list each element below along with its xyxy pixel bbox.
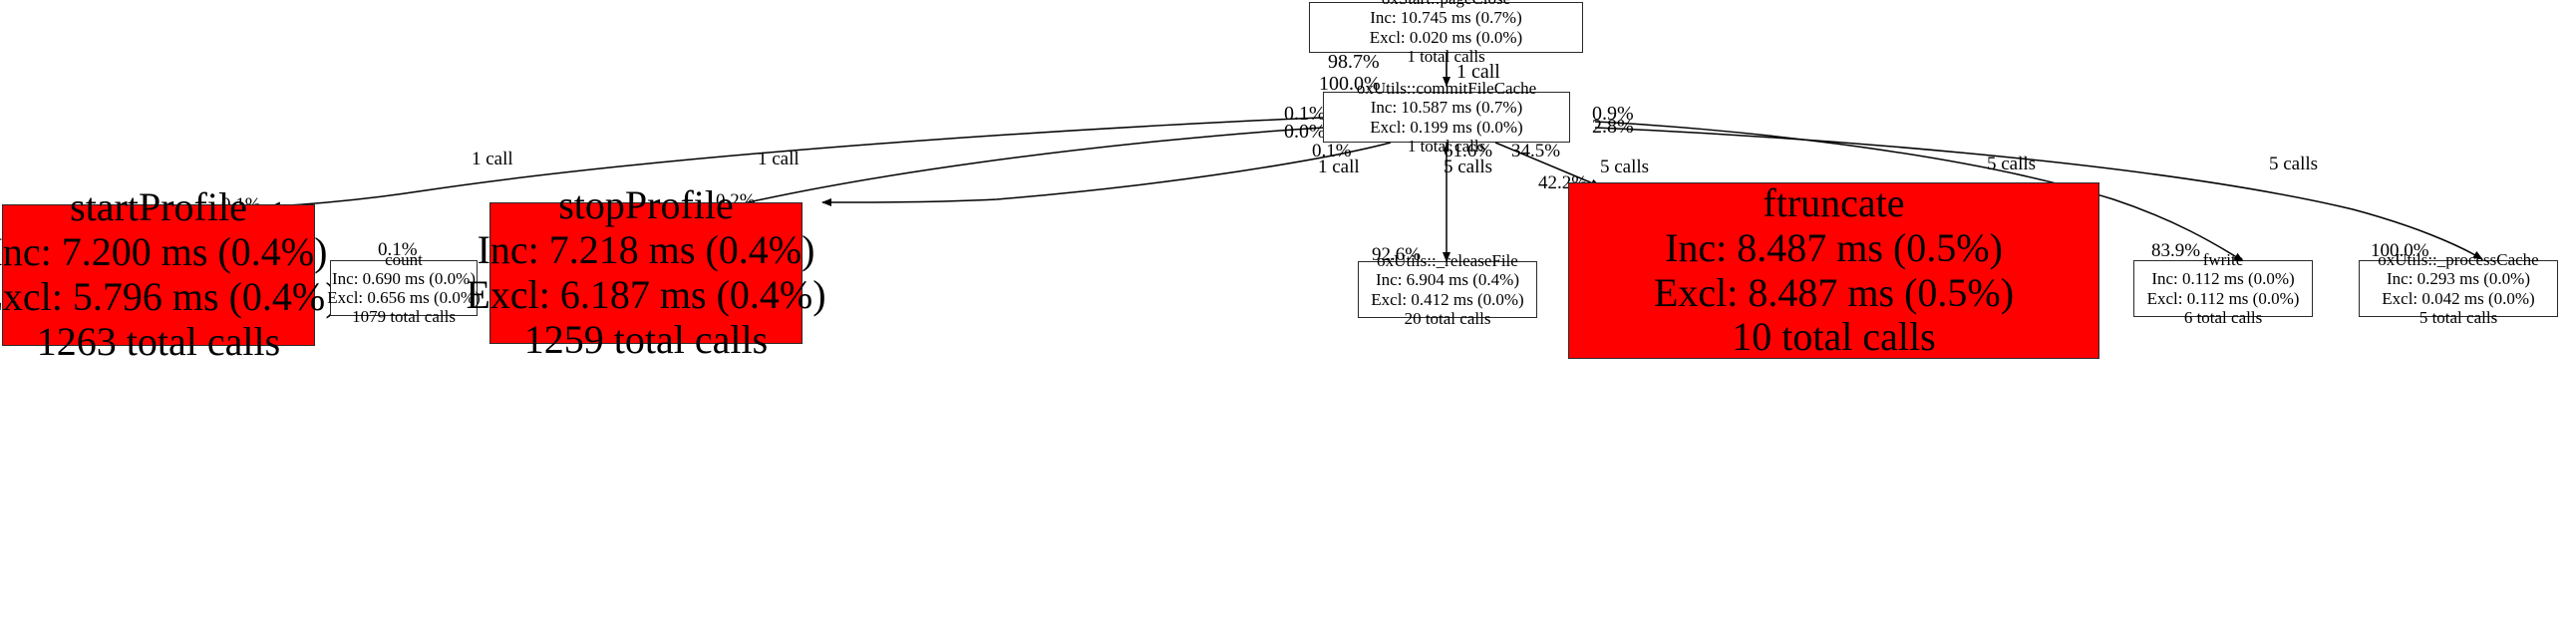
node-exclusive-time: Excl: 5.796 ms (0.4%) bbox=[0, 274, 339, 319]
node-inclusive-time: Inc: 10.587 ms (0.7%) bbox=[1370, 98, 1523, 118]
edge-label-stopprofile-pct: 0.1% bbox=[1312, 141, 1352, 161]
edge-label-pageclose-calls: 1 call bbox=[1456, 61, 1500, 83]
edge-label-fwrite-calls: 5 calls bbox=[1987, 154, 2037, 174]
node-inclusive-time: Inc: 0.112 ms (0.0%) bbox=[2151, 269, 2295, 289]
node-title: ftruncate bbox=[1763, 179, 1905, 225]
node-inclusive-time: Inc: 0.690 ms (0.0%) bbox=[331, 268, 476, 288]
node-total-calls: 6 total calls bbox=[2183, 307, 2263, 327]
edge-label-commit-left-a: 0.1% bbox=[1284, 103, 1326, 125]
node-inclusive-time: Inc: 0.293 ms (0.0%) bbox=[2386, 269, 2530, 289]
node-total-calls: 5 total calls bbox=[2418, 307, 2498, 327]
node-stopprofile[interactable]: stopProfile Inc: 7.218 ms (0.4%) Excl: 6… bbox=[466, 183, 825, 362]
node-exclusive-time: Excl: 0.112 ms (0.0%) bbox=[2146, 288, 2300, 308]
node-exclusive-time: Excl: 8.487 ms (0.5%) bbox=[1653, 269, 2015, 315]
node-title: oxStart::pageClose bbox=[1382, 0, 1510, 8]
node-startprofile[interactable]: startProfile Inc: 7.200 ms (0.4%) Excl: … bbox=[0, 185, 339, 364]
node-total-calls: 1079 total calls bbox=[352, 307, 456, 327]
node-inclusive-time: Inc: 7.200 ms (0.4%) bbox=[0, 229, 328, 275]
edge-label-ftruncate-pct: 34.5% bbox=[1511, 141, 1561, 161]
edge-label-processcache-calls: 5 calls bbox=[2269, 154, 2319, 174]
node-title: fwrite bbox=[2202, 250, 2244, 270]
edge-label-count-calls: 1 call bbox=[758, 149, 800, 169]
node-exclusive-time: Excl: 6.187 ms (0.4%) bbox=[466, 272, 826, 317]
edge-label-releasefile-in: 92.6% bbox=[1372, 244, 1422, 265]
node-exclusive-time: Excl: 0.412 ms (0.0%) bbox=[1371, 289, 1524, 309]
edge-label-commit-right-a: 0.9% bbox=[1592, 103, 1634, 125]
edge-label-commit-in: 100.0% bbox=[1319, 73, 1381, 95]
node-oxutils-commitfilecache[interactable]: oxUtils::commitFileCache Inc: 10.587 ms … bbox=[1323, 79, 1570, 156]
node-exclusive-time: Excl: 0.199 ms (0.0%) bbox=[1370, 117, 1523, 137]
node-exclusive-time: Excl: 0.020 ms (0.0%) bbox=[1369, 27, 1523, 47]
edge-label-releasefile-calls: 5 calls bbox=[1444, 157, 1493, 177]
edge-label-releasefile-pct: 61.6% bbox=[1444, 141, 1493, 161]
node-total-calls: 1263 total calls bbox=[36, 318, 281, 364]
node-title: count bbox=[385, 249, 423, 269]
node-inclusive-time: Inc: 8.487 ms (0.5%) bbox=[1665, 224, 2003, 270]
node-exclusive-time: Excl: 0.656 ms (0.0%) bbox=[327, 288, 481, 307]
edge-label-processcache-in: 100.0% bbox=[2371, 240, 2429, 261]
node-oxutils-releasefile[interactable]: oxUtils::_releaseFile Inc: 6.904 ms (0.4… bbox=[1358, 251, 1537, 328]
edge-label-ftruncate-calls: 5 calls bbox=[1600, 157, 1650, 177]
edge-label-commit-left-b: 0.0% bbox=[1284, 121, 1326, 143]
node-oxutils-processcache[interactable]: oxUtils::_processCache Inc: 0.293 ms (0.… bbox=[2359, 250, 2558, 327]
node-title: oxUtils::_processCache bbox=[2378, 250, 2539, 270]
node-total-calls: 10 total calls bbox=[1732, 314, 1936, 360]
node-count[interactable]: count Inc: 0.690 ms (0.0%) Excl: 0.656 m… bbox=[327, 250, 481, 326]
edge-label-stopprofile-calls: 1 call bbox=[1318, 157, 1360, 177]
edge-label-pageclose-out: 98.7% bbox=[1328, 51, 1380, 73]
node-oxstart-pageclose[interactable]: oxStart::pageClose Inc: 10.745 ms (0.7%)… bbox=[1309, 0, 1583, 66]
edge-commitfilecache-to-stopprofile bbox=[821, 142, 1392, 206]
edge-label-count-in: 0.1% bbox=[378, 239, 418, 260]
node-ftruncate[interactable]: ftruncate Inc: 8.487 ms (0.5%) Excl: 8.4… bbox=[1568, 179, 2099, 360]
edge-label-commit-right-b: 2.8% bbox=[1592, 116, 1634, 138]
node-total-calls: 1259 total calls bbox=[523, 316, 769, 362]
node-title: oxUtils::_releaseFile bbox=[1377, 251, 1518, 271]
node-title: stopProfile bbox=[558, 182, 734, 228]
node-total-calls: 1 total calls bbox=[1407, 136, 1486, 156]
node-inclusive-time: Inc: 7.218 ms (0.4%) bbox=[477, 227, 815, 273]
node-inclusive-time: Inc: 6.904 ms (0.4%) bbox=[1375, 270, 1519, 290]
node-fwrite[interactable]: fwrite Inc: 0.112 ms (0.0%) Excl: 0.112 … bbox=[2133, 250, 2313, 327]
node-title: startProfile bbox=[70, 184, 247, 230]
edge-label-fwrite-in: 83.9% bbox=[2151, 240, 2201, 261]
node-total-calls: 20 total calls bbox=[1404, 308, 1491, 328]
node-inclusive-time: Inc: 10.745 ms (0.7%) bbox=[1370, 8, 1522, 28]
node-exclusive-time: Excl: 0.042 ms (0.0%) bbox=[2382, 288, 2535, 308]
node-total-calls: 1 total calls bbox=[1407, 46, 1485, 66]
node-title: oxUtils::commitFileCache bbox=[1356, 79, 1537, 99]
edge-label-startprofile-calls: 1 call bbox=[472, 149, 513, 169]
